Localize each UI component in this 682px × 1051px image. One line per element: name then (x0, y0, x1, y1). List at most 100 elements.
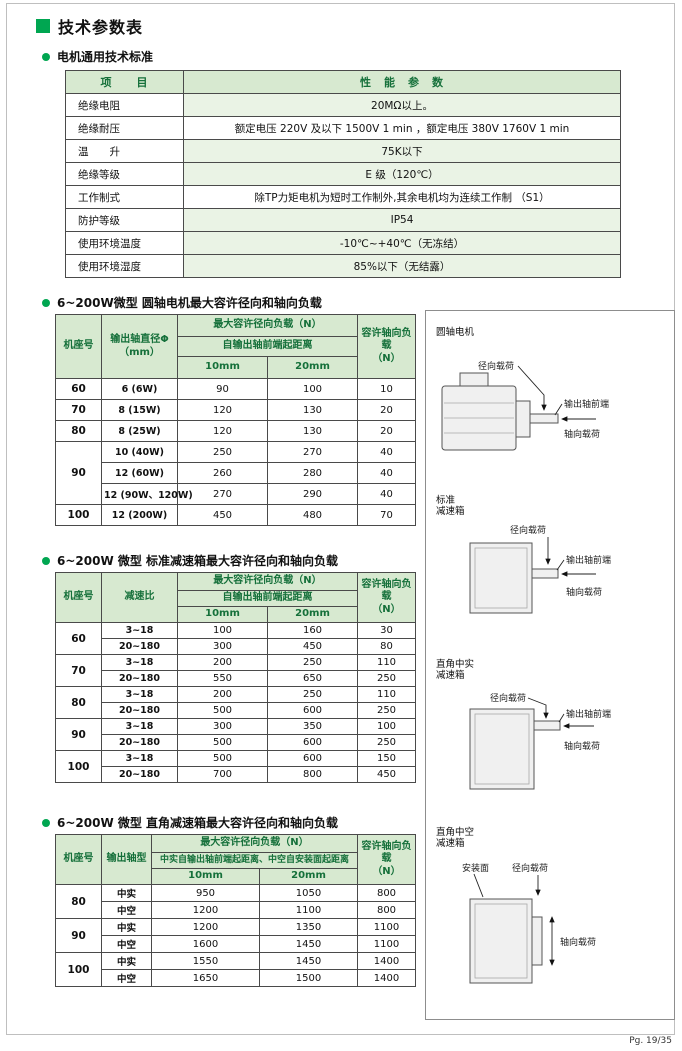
col2-cell: 中实 (101, 884, 152, 902)
col-header-axial-load: 容许轴向负载 （N） (357, 314, 416, 379)
load-value-cell: 300 (177, 718, 268, 735)
col2-cell: 12 (90W、120W) (101, 483, 193, 505)
load-value-cell: 90 (177, 378, 268, 400)
load-value-cell: 500 (177, 702, 268, 719)
load-value-cell: 40 (357, 483, 416, 505)
load-value-cell: 250 (267, 654, 358, 671)
green-square-icon (36, 19, 50, 33)
load-value-cell: 1450 (259, 952, 358, 970)
load-value-cell: 1200 (151, 918, 260, 936)
frame-number-cell: 60 (55, 378, 102, 400)
load-diagrams-svg: 圆轴电机 径向载荷 输出轴前端 轴向载荷 标准 减速箱 径向载荷 (436, 326, 611, 984)
col-header-20mm: 20mm (259, 868, 358, 885)
gearbox-body (469, 898, 533, 984)
load-value-cell: 20 (357, 399, 416, 421)
motor-flange (515, 400, 531, 438)
load-value-cell: 40 (357, 462, 416, 484)
gearbox-body (469, 542, 533, 614)
frame-number-cell: 80 (55, 686, 102, 719)
page-title-row: 技术参数表 (36, 14, 143, 38)
load-value-cell: 950 (151, 884, 260, 902)
load-value-cell: 70 (357, 504, 416, 526)
spec-item-cell: 防护等级 (65, 208, 184, 232)
spec-item-cell: 使用环境温度 (65, 231, 184, 255)
load-value-cell: 550 (177, 670, 268, 687)
radial-load-arrow (517, 365, 547, 411)
bullet-icon (42, 298, 50, 307)
col-header-axial-load: 容许轴向负载 （N） (357, 834, 416, 885)
standard-gearbox-load-table: 机座号 减速比 最大容许径向负载（N） 容许轴向负载 （N） 自输出轴前端起距离… (55, 572, 416, 783)
spec-value-cell: IP54 (183, 208, 621, 232)
load-value-cell: 1400 (357, 969, 416, 987)
col-header-distance: 自输出轴前端起距离 (177, 336, 358, 357)
frame-number-cell: 100 (55, 504, 102, 526)
load-value-cell: 1550 (151, 952, 260, 970)
section1-heading-text: 电机通用技术标准 (57, 50, 154, 64)
load-value-cell: 650 (267, 670, 358, 687)
table-header-row: 10mm 20mm (56, 868, 416, 885)
mounting-face-label: 安装面 (462, 862, 489, 874)
col-header-shaft-type: 输出轴型 (101, 834, 152, 885)
diagram2-title-line2: 减速箱 (436, 505, 465, 517)
gearbox-inner (474, 547, 528, 609)
load-value-cell: 270 (267, 441, 358, 463)
col2-cell: 6 (6W) (101, 378, 178, 400)
page-title: 技术参数表 (58, 18, 144, 37)
load-value-cell: 20 (357, 420, 416, 442)
motor-terminal-box (459, 372, 489, 387)
frame-number-cell: 80 (55, 884, 102, 919)
diagram4-title-line1: 直角中空 (436, 826, 474, 838)
load-value-cell: 250 (357, 734, 416, 751)
col-header-ratio: 减速比 (101, 572, 178, 623)
col2-cell: 3~18 (101, 622, 178, 639)
bullet-icon (42, 52, 50, 61)
load-value-cell: 450 (357, 766, 416, 783)
radial-load-arrow (527, 697, 549, 719)
shaft-front-label: 输出轴前端 (564, 398, 609, 410)
load-value-cell: 250 (267, 686, 358, 703)
spec-value-cell: 除TP力矩电机为短时工作制外,其余电机均为连续工作制 （S1） (183, 185, 621, 209)
col-header-10mm: 10mm (151, 868, 260, 885)
frame-number-cell: 80 (55, 420, 102, 442)
table-header-row: 10mm 20mm (56, 606, 416, 623)
shaft-front-label: 输出轴前端 (566, 708, 611, 720)
col-header-frame: 机座号 (55, 314, 102, 379)
load-value-cell: 1100 (357, 935, 416, 953)
load-value-cell: 800 (357, 884, 416, 902)
section3-heading: 6~200W 微型 标准减速箱最大容许径向和轴向负载 (42, 552, 338, 569)
load-value-cell: 450 (267, 638, 358, 655)
load-value-cell: 1350 (259, 918, 358, 936)
table-row: 绝缘耐压额定电压 220V 及以下 1500V 1 min ，额定电压 380V… (65, 116, 621, 140)
shaft-front-label: 输出轴前端 (566, 554, 611, 566)
spec-item-cell: 工作制式 (65, 185, 184, 209)
right-angle-gearbox-load-table: 机座号 输出轴型 最大容许径向负载（N） 容许轴向负载 （N） 中实自输出轴前端… (55, 834, 416, 987)
table-row: 工作制式除TP力矩电机为短时工作制外,其余电机均为连续工作制 （S1） (65, 185, 621, 209)
table-header-row: 机座号 输出轴型 最大容许径向负载（N） 容许轴向负载 （N） (55, 834, 416, 885)
motor-shaft (529, 413, 559, 424)
frame-number-cell: 100 (55, 952, 102, 987)
table-header-row: 项 目 性 能 参 数 (65, 70, 621, 94)
frame-number-cell: 70 (55, 654, 102, 687)
frame-number-cell: 60 (55, 622, 102, 655)
load-value-cell: 290 (267, 483, 358, 505)
